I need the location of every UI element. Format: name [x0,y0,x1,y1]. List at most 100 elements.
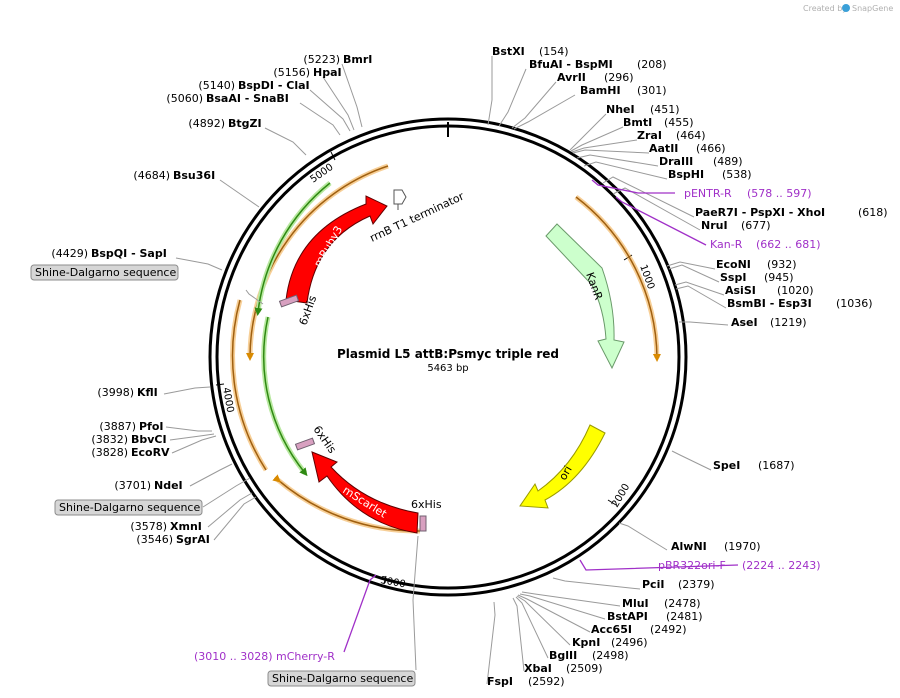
enzyme-bsphi-pos: (538) [722,168,752,181]
enzyme-bspqi-pos: (4429) [51,247,88,260]
enzyme-mlui: MluI [622,597,649,610]
enzyme-ndei: NdeI [154,479,183,492]
enzyme-bstxi-pos: (154) [539,45,569,58]
enzyme-bsu36i: Bsu36I [173,169,215,182]
enzyme-nrui-pos: (677) [741,219,771,232]
snapgene-credit: Created by SnapGene [803,4,893,13]
enzyme-bmti: BmtI [623,116,652,129]
enzyme-bmri: BmrI [343,53,372,66]
orange-arcs [230,163,661,534]
enzyme-bsaai-pos: (5060) [166,92,203,105]
enzyme-ndei-pos: (3701) [114,479,151,492]
primer-pentr-r: pENTR-R [684,187,732,200]
enzyme-pcii-pos: (2379) [678,578,715,591]
enzyme-fspi: FspI [487,675,513,688]
orf-bottom-arc [272,474,421,532]
enzyme-bstxi: BstXI [492,45,525,58]
enzyme-nhei-pos: (451) [650,103,680,116]
his-tag-3 [419,515,427,532]
enzyme-bstapi: BstAPI [607,610,648,623]
enzyme-sspi: SspI [720,271,746,284]
sd-box-2-bg [54,499,203,516]
enzyme-pfoi: PfoI [139,420,164,433]
primer-kan-r: Kan-R [710,238,743,251]
enzyme-bsu36i-pos: (4684) [133,169,170,182]
enzyme-avrii-pos: (296) [604,71,634,84]
ori-feature [519,424,606,509]
leader-lines-left [163,63,419,671]
enzyme-econi: EcoNI [716,258,751,271]
sd-box-3: Shine-Dalgarno sequence [267,670,416,687]
ring-tick-4000 [215,383,225,386]
his-label-2: 6xHis [311,423,339,456]
enzyme-bglii: BglII [549,649,577,662]
enzyme-bamhi: BamHI [580,84,621,97]
ring-label-5000: 5000 [308,162,335,186]
enzyme-xmni-pos: (3578) [130,520,167,533]
enzyme-avrii: AvrII [557,71,586,84]
enzyme-bspqi: BspQI - SapI [91,247,167,260]
his-tag-2 [294,437,316,451]
enzyme-bbvci-pos: (3832) [91,433,128,446]
green-arc-2 [263,316,308,477]
enzyme-nhei: NheI [606,103,635,116]
sd-box-2-label: Shine-Dalgarno sequence [59,501,200,514]
enzyme-kpni-pos: (2496) [611,636,648,649]
enzyme-sgrai: SgrAI [176,533,210,546]
primer-pbr322ori-f: pBR322ori-F [658,559,726,572]
kanr-feature [545,223,625,370]
sd-box-1: Shine-Dalgarno sequence [30,264,179,281]
enzyme-bmti-pos: (455) [664,116,694,129]
mruby3-feature [285,195,388,304]
ring-label-4000: 4000 [220,387,235,414]
enzyme-aatii-pos: (466) [696,142,726,155]
primer-markers [343,179,739,653]
enzyme-asei-pos: (1219) [770,316,807,329]
enzyme-xmni: XmnI [170,520,202,533]
enzyme-hpai-pos: (5156) [273,66,310,79]
ring-tick-3000 [383,575,387,585]
enzyme-paer7i: PaeR7I - PspXI - XhoI [695,206,825,219]
enzyme-econi-pos: (932) [767,258,797,271]
enzyme-spei: SpeI [713,459,740,472]
green-arc-1 [254,182,331,316]
enzyme-bspdi: BspDI - ClaI [238,79,310,92]
sd-box-1-bg [30,264,179,281]
enzyme-acc65i: Acc65I [591,623,632,636]
enzyme-hpai: HpaI [313,66,342,79]
plasmid-name: Plasmid L5 attB:Psmyc triple red [337,347,559,361]
enzyme-ecorv-pos: (3828) [91,446,128,459]
orf-left-top-arc [246,165,389,361]
backbone-outer [208,117,688,597]
terminator-icon [393,189,407,210]
enzyme-xbai: XbaI [524,662,552,675]
enzyme-paer7i-pos: (618) [858,206,888,219]
enzyme-acc65i-pos: (2492) [650,623,687,636]
enzyme-draiii-pos: (489) [713,155,743,168]
enzyme-nrui: NruI [701,219,728,232]
primer-mcherry-r: mCherry-R [276,650,335,663]
enzyme-alwni: AlwNI [671,540,707,553]
enzyme-bsmbi: BsmBI - Esp3I [727,297,812,310]
primer-labels: pENTR-R (578 .. 597) Kan-R (662 .. 681) … [194,187,821,663]
enzyme-asisi: AsiSI [725,284,756,297]
primer-mcherry-r-range: (3010 .. 3028) [194,650,273,663]
enzyme-btgzi: BtgZI [228,117,262,130]
enzyme-fspi-pos: (2592) [528,675,565,688]
orf-left-mid-arc [231,299,267,471]
mscarlet-label: mScarlet [340,484,389,521]
his-tag-1 [278,294,300,308]
enzyme-xbai-pos: (2509) [566,662,603,675]
enzyme-pfoi-pos: (3887) [99,420,136,433]
orf-left-mid-glow [230,299,269,472]
leader-lines-right [486,56,729,685]
credit-brand: SnapGene [852,4,893,13]
primer-pentr-r-range: (578 .. 597) [747,187,812,200]
enzyme-kfli: KflI [137,386,158,399]
enzyme-btgzi-pos: (4892) [188,117,225,130]
enzyme-kpni: KpnI [572,636,600,649]
enzyme-bsaai: BsaAI - SnaBI [206,92,289,105]
enzyme-bglii-pos: (2498) [592,649,629,662]
primer-pentr-r-line [591,179,675,194]
sd-box-2: Shine-Dalgarno sequence [54,499,203,516]
